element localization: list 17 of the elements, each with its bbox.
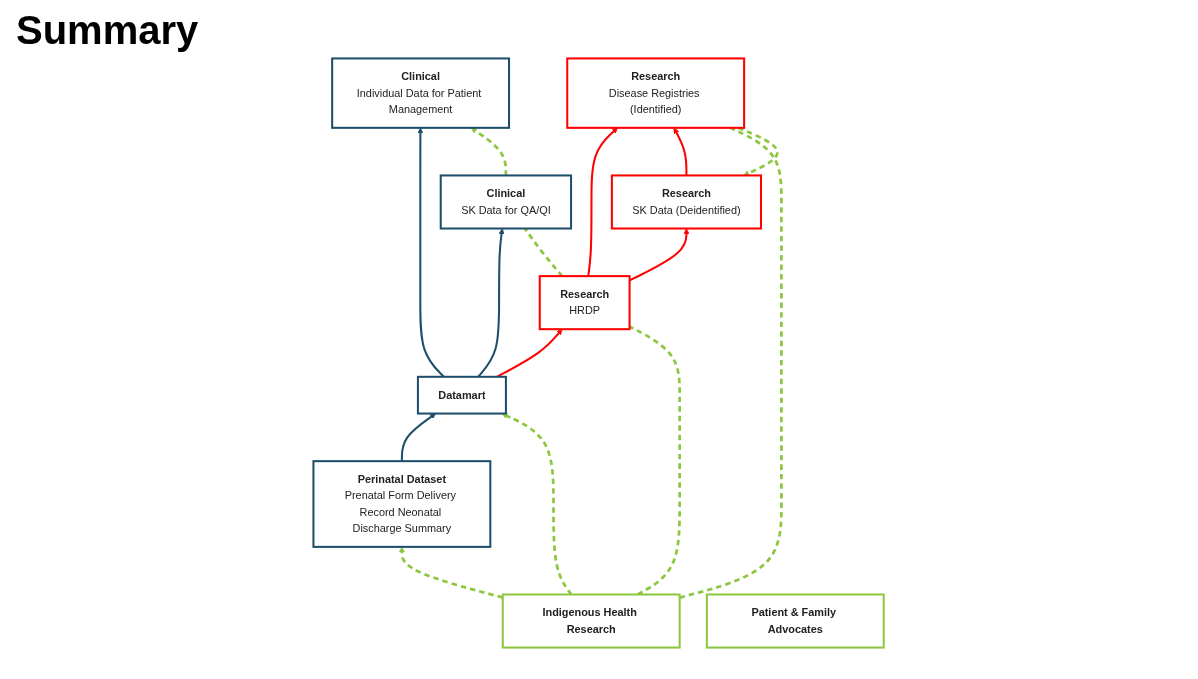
node-box: Research HRDP [539,275,632,331]
arrow [587,127,619,277]
node-box: Clinical SK Data for QA/QI [440,174,573,230]
arrow [399,546,504,599]
node-box: Perinatal Dataset Prenatal Form Delivery Record Neonatal Discharge Summary [312,460,492,548]
title: Summary [16,8,200,53]
node-box: Research SK Data (Deidentified) [611,174,763,230]
arrow [738,126,780,176]
node-box: Indigenous Health Research [502,593,682,649]
connector [679,126,784,599]
arrow [401,413,437,462]
node-box: Clinical Individual Data for Patient Management [331,57,511,129]
node-box: Research Disease Registries (Identified) [566,57,746,129]
node-box: Patient & Family Advocates [706,593,886,649]
arrow [471,127,508,176]
node-box: Datamart [417,375,508,415]
arrow [674,127,688,176]
